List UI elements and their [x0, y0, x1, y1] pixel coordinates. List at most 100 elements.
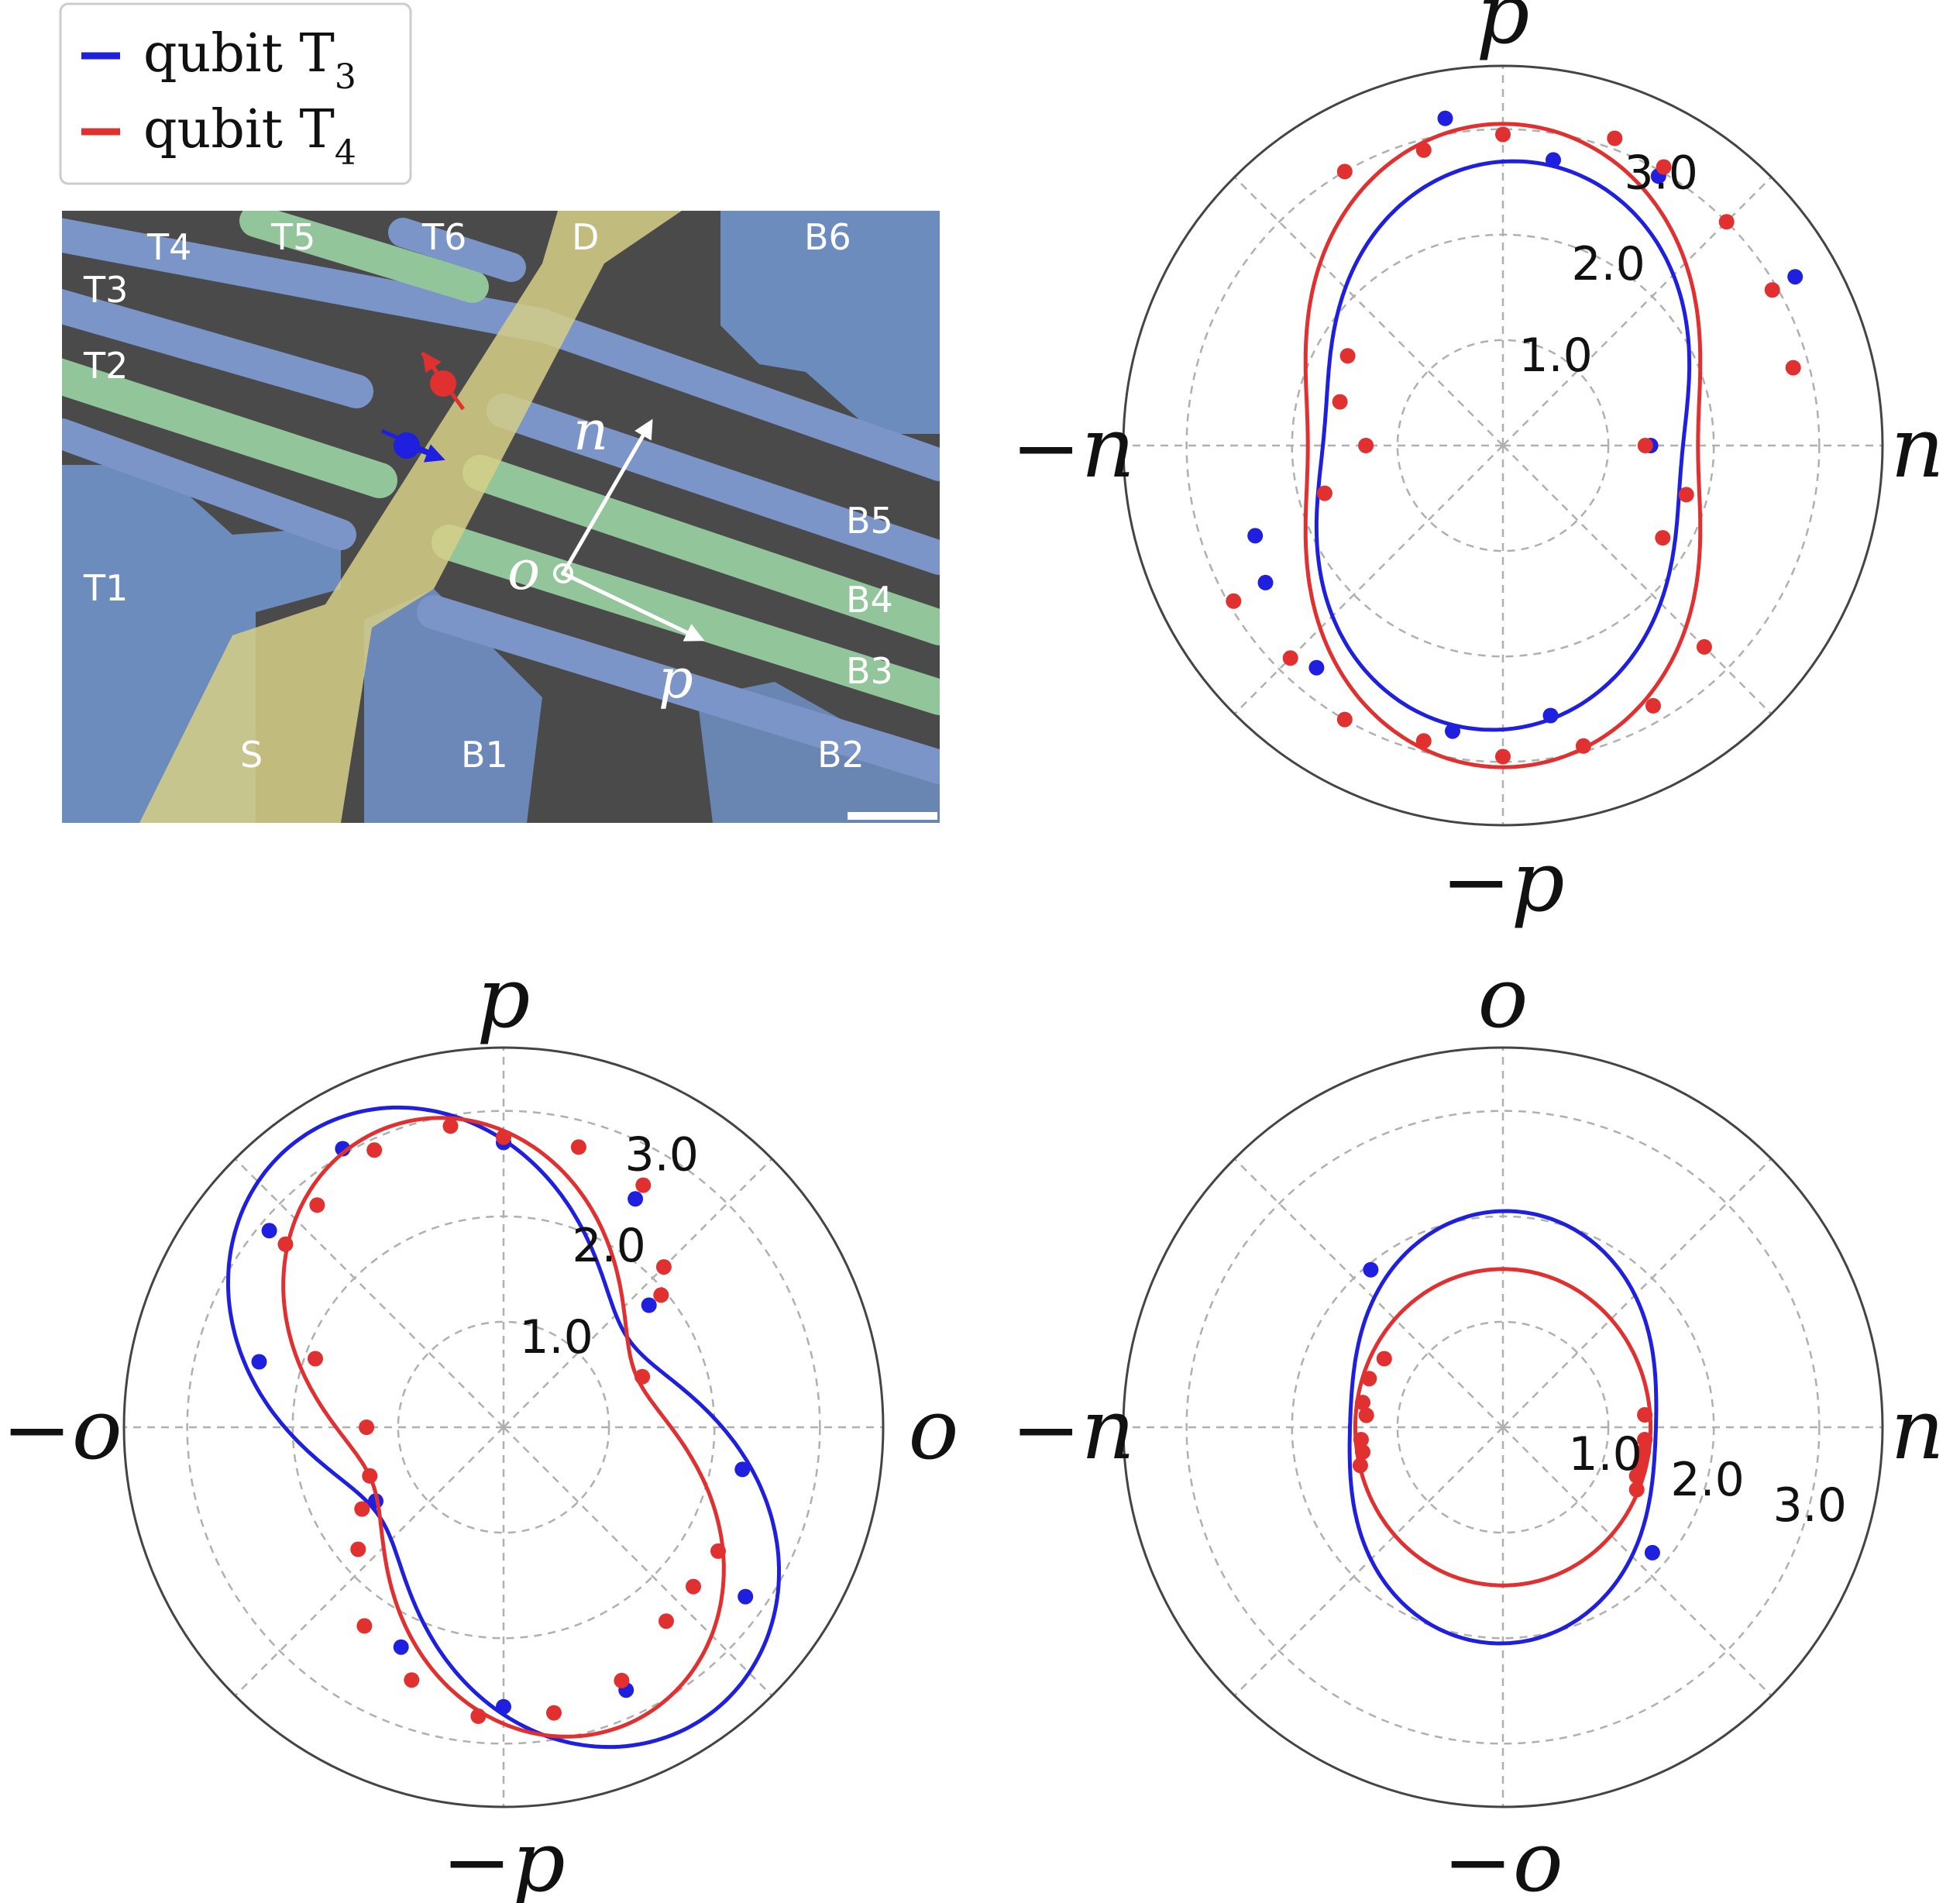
data-point-t4: [362, 1468, 378, 1484]
data-point-t4: [1282, 650, 1298, 666]
data-point-t4: [442, 1118, 459, 1134]
data-point-t3: [1546, 152, 1561, 168]
grid-spoke: [1502, 176, 1773, 446]
grid-spoke: [1233, 1158, 1504, 1428]
data-point-t4: [1637, 438, 1653, 453]
data-point-t3: [641, 1297, 657, 1313]
radial-tick-label: 1.0: [1568, 1427, 1642, 1481]
data-point-t3: [1787, 269, 1804, 285]
data-point-t3: [734, 1461, 751, 1478]
grid-circle: [1185, 1110, 1821, 1745]
data-point-t4: [404, 1672, 420, 1688]
sem-label-t4: T4: [146, 226, 191, 268]
data-point-t4: [366, 1142, 383, 1158]
direction-label-top: p: [476, 950, 530, 1047]
data-point-t4: [1415, 142, 1432, 158]
grid-spoke: [503, 1426, 773, 1697]
qubit-t3-marker: [380, 428, 445, 463]
data-point-t4: [546, 1705, 562, 1721]
radial-tick-label: 3.0: [1773, 1478, 1846, 1533]
sem-label-b2: B2: [817, 734, 865, 776]
data-point-t3: [251, 1354, 267, 1370]
sem-label-b1: B1: [461, 734, 508, 776]
gate-b1-region: [364, 589, 542, 823]
fit-curve-t3: [226, 1105, 781, 1750]
direction-label-left: −o: [2, 1382, 122, 1478]
sem-label-t1: T1: [83, 567, 128, 609]
data-point-t4: [309, 1197, 325, 1213]
direction-label-left: −n: [1011, 1382, 1135, 1478]
data-point-t4: [470, 1708, 487, 1724]
sem-coordinate-axes: n o p: [507, 399, 705, 711]
data-point-t4: [1336, 163, 1353, 180]
grid-circle: [1396, 339, 1610, 552]
sem-label-t5: T5: [270, 216, 315, 258]
data-point-t4: [634, 1368, 651, 1385]
data-point-t3: [1437, 110, 1453, 126]
direction-label-right: o: [908, 1382, 958, 1478]
data-point-t4: [1637, 1432, 1653, 1447]
sem-label-t6: T6: [421, 216, 466, 258]
direction-label-right: n: [1890, 400, 1945, 497]
scale-bar: [848, 812, 937, 820]
radial-tick-label: 1.0: [1518, 329, 1592, 383]
sem-label-d: D: [572, 216, 599, 258]
legend-label-t4: qubit T4: [143, 99, 356, 173]
data-point-t4: [1336, 711, 1353, 728]
data-point-t3: [1445, 723, 1460, 739]
grid-circle: [1185, 128, 1821, 763]
data-point-t3: [1247, 528, 1264, 544]
data-point-t4: [350, 1541, 366, 1557]
sem-image: T4 T5 T6 D B6 T3 T2 T1 B5 B4 B3 S B1 B2 …: [62, 211, 940, 823]
radial-tick-label: 2.0: [572, 1219, 645, 1273]
data-point-t4: [1355, 1444, 1370, 1460]
data-point-t4: [1352, 1457, 1368, 1474]
fit-curve-t4: [1303, 122, 1703, 769]
grid-spoke: [234, 1158, 504, 1428]
source-drain-lead: [139, 211, 682, 823]
sem-label-t3: T3: [83, 269, 128, 311]
direction-label-bottom: −p: [442, 1814, 566, 1903]
legend-frame: [59, 2, 412, 185]
data-point-t4: [1339, 348, 1356, 364]
sem-axis-p: p: [658, 647, 693, 711]
gate-stripes: [62, 211, 940, 784]
data-point-t4: [354, 1501, 370, 1517]
data-point-t4: [1656, 159, 1672, 175]
grid-circle: [1396, 1320, 1610, 1534]
data-point-t3: [335, 1141, 351, 1157]
data-point-t4: [496, 1129, 511, 1145]
data-point-t4: [308, 1351, 323, 1367]
data-point-t3: [628, 1191, 644, 1207]
data-point-t4: [1718, 214, 1735, 230]
grid-spoke: [503, 1158, 773, 1428]
data-point-t4: [1316, 485, 1332, 501]
gate-b6-region: [720, 211, 940, 434]
data-point-t3: [393, 1639, 409, 1655]
data-point-t3: [1363, 1261, 1379, 1278]
data-point-t3: [1257, 574, 1274, 590]
qubit-t4-marker: [420, 351, 466, 411]
sem-axis-n: n: [573, 399, 608, 463]
direction-label-top: o: [1477, 950, 1528, 1047]
legend: qubit T3 qubit T4: [59, 2, 412, 185]
grid-spoke: [1233, 1426, 1504, 1697]
data-point-t4: [1495, 126, 1511, 143]
sem-label-s: S: [240, 734, 263, 776]
data-point-t4: [1361, 1371, 1377, 1387]
grid-spoke: [234, 1426, 504, 1697]
data-point-t4: [1495, 748, 1511, 765]
data-point-t4: [1764, 282, 1780, 298]
radial-tick-label: 3.0: [1624, 146, 1697, 200]
sem-label-b3: B3: [846, 650, 893, 692]
data-point-t4: [277, 1236, 294, 1252]
grid-circle: [397, 1320, 610, 1534]
data-point-t4: [1785, 360, 1801, 376]
data-point-t4: [1332, 394, 1348, 410]
direction-label-right: n: [1890, 1382, 1945, 1478]
data-point-t4: [653, 1287, 669, 1303]
fit-curve-t3: [1347, 1209, 1659, 1646]
radial-tick-label: 2.0: [1670, 1453, 1744, 1507]
